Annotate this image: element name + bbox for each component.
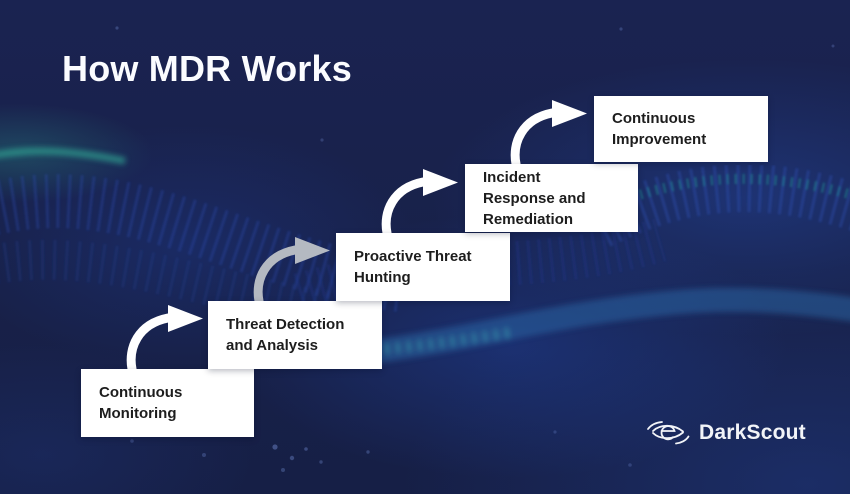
curved-arrow-step1-to-step2	[126, 305, 203, 373]
logo-text: DarkScout	[699, 421, 806, 444]
arrow-shaft	[381, 177, 428, 237]
eye-icon	[647, 421, 690, 445]
step-label: Continuous Monitoring	[99, 384, 183, 422]
arrow-head	[552, 100, 587, 127]
step-label: Incident Response and Remediation	[483, 168, 586, 228]
darkscout-logo: DarkScout	[646, 417, 806, 449]
arrow-head	[423, 169, 458, 196]
step-label: Proactive Threat Hunting	[354, 248, 472, 286]
arrow-head	[295, 237, 330, 264]
step-label: Threat Detection and Analysis	[226, 316, 345, 354]
arrow-shaft	[510, 108, 557, 168]
arrow-head	[168, 305, 203, 332]
page-title: How MDR Works	[62, 48, 352, 89]
step-box-proactive-threat-hunting: Proactive Threat Hunting	[336, 233, 510, 301]
arrow-shaft	[253, 245, 300, 305]
step-label: Continuous Improvement	[612, 110, 707, 148]
step-box-continuous-monitoring: Continuous Monitoring	[81, 369, 254, 437]
curved-arrow-step3-to-step4	[381, 169, 458, 237]
arrow-shaft	[126, 313, 173, 373]
particle-dots	[115, 26, 835, 472]
curved-arrow-step2-to-step3	[253, 237, 330, 305]
step-box-threat-detection-and-analysis: Threat Detection and Analysis	[208, 301, 382, 369]
step-box-incident-response-and-remediation: Incident Response and Remediation	[465, 164, 638, 232]
step-box-continuous-improvement: Continuous Improvement	[594, 96, 768, 162]
curved-arrow-step4-to-step5	[510, 100, 587, 168]
